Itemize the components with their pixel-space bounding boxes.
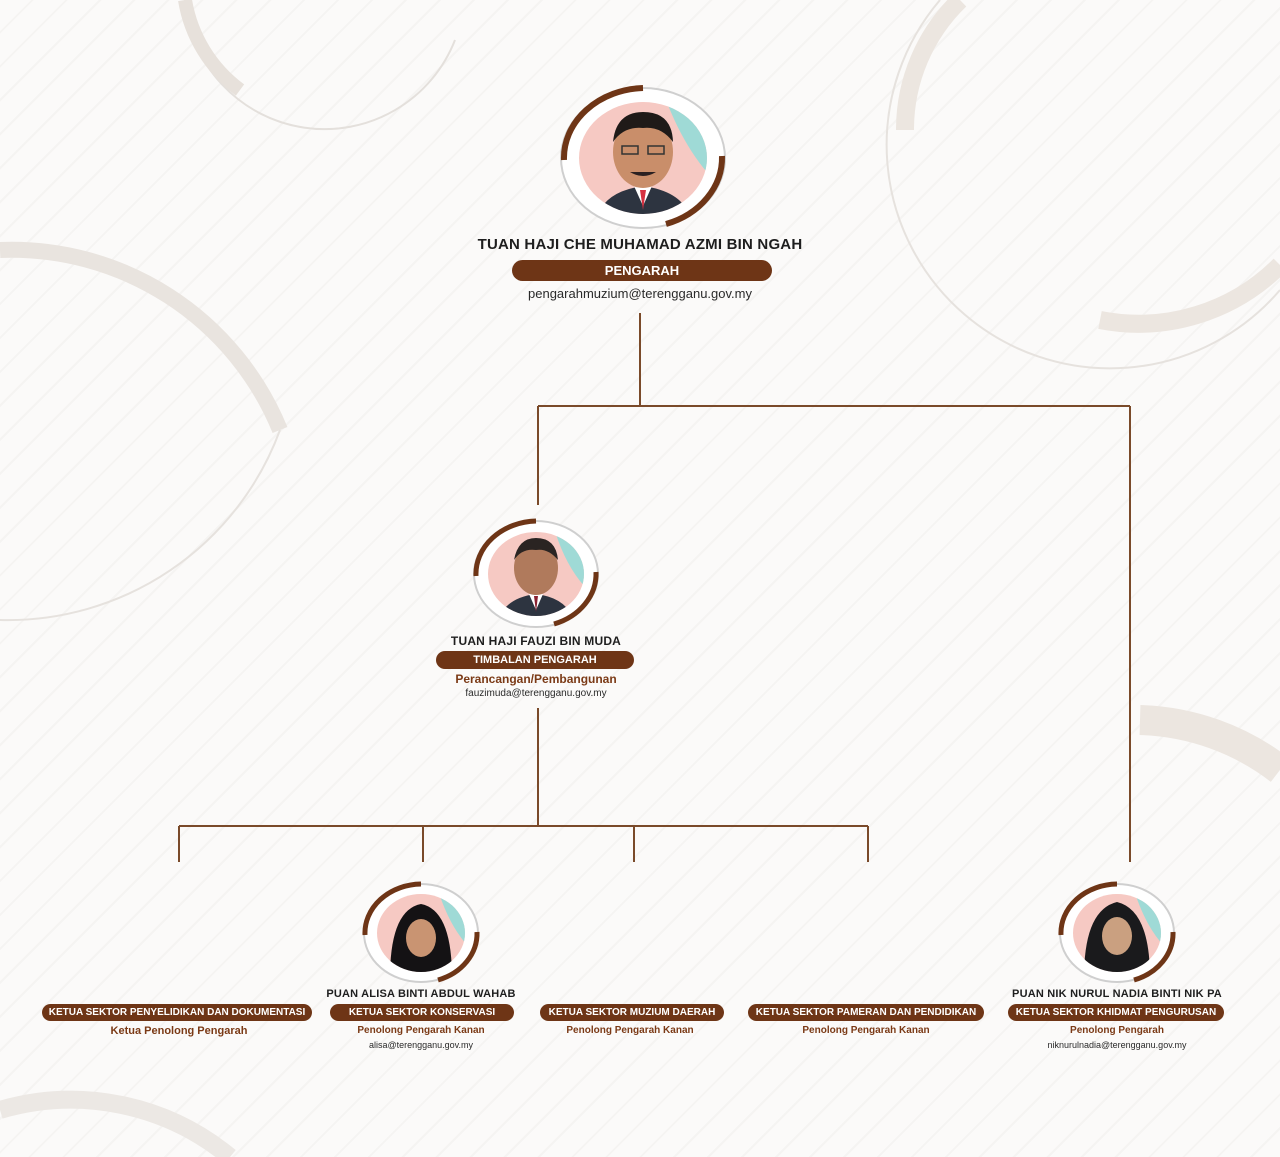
sector-konservasi-email[interactable]: alisa@terengganu.gov.my <box>368 1040 474 1050</box>
deputy-avatar <box>470 516 602 630</box>
sector-penyelidikan-role: Ketua Penolong Pengarah <box>110 1025 248 1037</box>
sector-khidmat-avatar <box>1056 880 1178 986</box>
sector-konservasi-title-badge: KETUA SEKTOR KONSERVASI <box>330 1004 514 1021</box>
sector-pameran-title-badge: KETUA SEKTOR PAMERAN DAN PENDIDIKAN <box>748 1004 984 1021</box>
deputy-node: TUAN HAJI FAUZI BIN MUDA TIMBALAN PENGAR… <box>376 634 696 704</box>
sector-muzium-daerah-node: KETUA SEKTOR MUZIUM DAERAH Penolong Peng… <box>530 1004 730 1044</box>
sector-khidmat-title-badge: KETUA SEKTOR KHIDMAT PENGURUSAN <box>1008 1004 1224 1021</box>
sector-pameran-node: KETUA SEKTOR PAMERAN DAN PENDIDIKAN Peno… <box>740 1004 992 1044</box>
sector-khidmat-email[interactable]: niknurulnadia@terengganu.gov.my <box>1047 1040 1187 1050</box>
sector-penyelidikan-title-badge: KETUA SEKTOR PENYELIDIKAN DAN DOKUMENTAS… <box>42 1004 312 1021</box>
person-portrait-icon <box>1058 881 1176 983</box>
sector-konservasi-name: PUAN ALISA BINTI ABDUL WAHAB <box>326 988 516 1000</box>
sector-muzium-daerah-role: Penolong Pengarah Kanan <box>566 1025 694 1036</box>
sector-pameran-role: Penolong Pengarah Kanan <box>802 1025 930 1036</box>
sector-penyelidikan-node: KETUA SEKTOR PENYELIDIKAN DAN DOKUMENTAS… <box>30 1004 328 1044</box>
sector-muzium-daerah-title-badge: KETUA SEKTOR MUZIUM DAERAH <box>540 1004 724 1021</box>
sector-konservasi-avatar <box>360 880 482 986</box>
director-title-badge: PENGARAH <box>512 260 772 281</box>
sector-konservasi-node: PUAN ALISA BINTI ABDUL WAHAB KETUA SEKTO… <box>290 988 552 1054</box>
person-portrait-icon <box>362 881 480 983</box>
sector-khidmat-name: PUAN NIK NURUL NADIA BINTI NIK PA <box>1012 988 1222 1000</box>
person-portrait-icon <box>473 518 599 628</box>
deputy-name: TUAN HAJI FAUZI BIN MUDA <box>450 634 622 648</box>
director-node: TUAN HAJI CHE MUHAMAD AZMI BIN NGAH PENG… <box>440 236 840 306</box>
director-email[interactable]: pengarahmuzium@terengganu.gov.my <box>528 286 752 301</box>
director-avatar <box>556 82 730 232</box>
sector-konservasi-role: Penolong Pengarah Kanan <box>357 1025 485 1036</box>
deputy-email[interactable]: fauzimuda@terengganu.gov.my <box>465 688 607 699</box>
person-portrait-icon <box>560 85 726 229</box>
sector-khidmat-node: PUAN NIK NURUL NADIA BINTI NIK PA KETUA … <box>996 988 1238 1054</box>
deputy-title-badge: TIMBALAN PENGARAH <box>436 651 634 669</box>
sector-khidmat-role: Penolong Pengarah <box>1070 1025 1164 1036</box>
deputy-division: Perancangan/Pembangunan <box>455 672 617 686</box>
director-name: TUAN HAJI CHE MUHAMAD AZMI BIN NGAH <box>477 236 803 253</box>
